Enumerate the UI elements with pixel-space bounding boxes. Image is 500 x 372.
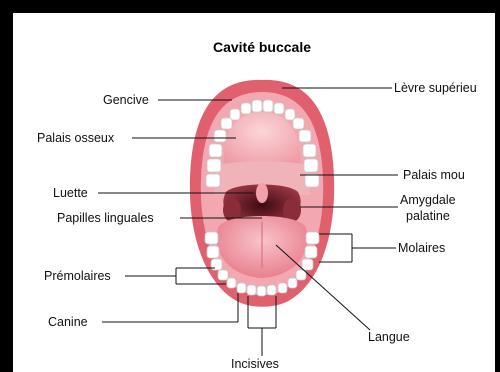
- label-canine: Canine: [48, 315, 88, 329]
- label-amygdale-line1: Amygdale: [400, 193, 456, 207]
- label-langue: Langue: [368, 330, 410, 344]
- label-amygdale-line2: palatine: [406, 209, 450, 223]
- label-premolaires: Prémolaires: [44, 269, 111, 283]
- uvula: [256, 183, 268, 203]
- label-gencive: Gencive: [103, 93, 149, 107]
- label-incisives: Incisives: [231, 357, 279, 371]
- label-luette: Luette: [53, 186, 88, 200]
- label-palais-mou: Palais mou: [403, 168, 465, 182]
- label-molaires: Molaires: [398, 241, 445, 255]
- label-levre-superieure: Lèvre supérieu: [394, 81, 477, 95]
- diagram-title: Cavité buccale: [213, 39, 311, 55]
- label-papilles-linguales: Papilles linguales: [57, 211, 154, 225]
- label-palais-osseux: Palais osseux: [37, 131, 115, 145]
